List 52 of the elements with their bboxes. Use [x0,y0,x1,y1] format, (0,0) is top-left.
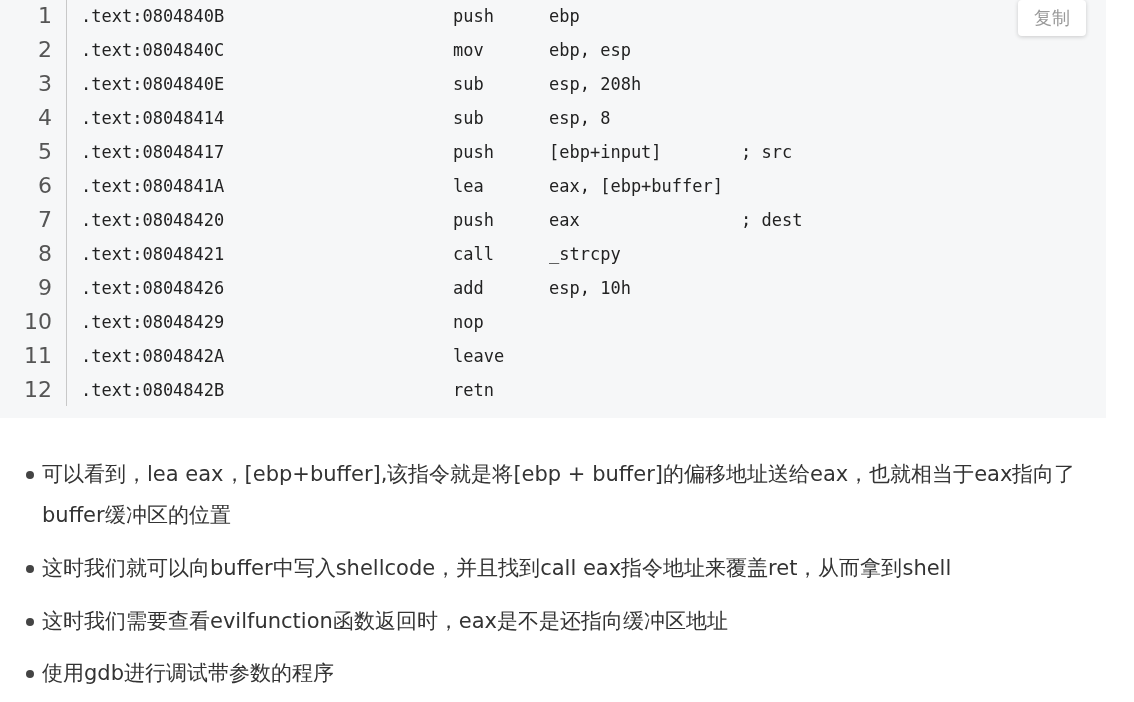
line-number: 5 [37,140,52,164]
code-address: .text:08048429 [81,311,225,334]
line-number: 3 [37,72,52,96]
line-number: 7 [37,208,52,232]
code-mnemonic: push [453,5,494,28]
code-comment: ; dest [741,209,803,232]
code-address: .text:08048421 [81,243,225,266]
code-address: .text:0804840B [81,5,225,28]
code-mnemonic: sub [453,73,484,96]
bullet-text: 这时我们需要查看evilfunction函数返回时，eax是不是还指向缓冲区地址 [42,608,730,635]
line-number: 2 [37,38,52,62]
code-address: .text:0804842B [81,379,225,402]
code-operand: ebp, esp [549,39,631,62]
code-mnemonic: push [453,209,494,232]
code-address: .text:0804840E [81,73,225,96]
code-mnemonic: retn [453,379,494,402]
line-number: 12 [23,378,52,402]
code-mnemonic: call [453,243,494,266]
bullet-text: 这时我们就可以向buffer中写入shellcode，并且找到call eax指令地址来覆盖ret，从而拿到shell [42,555,953,582]
code-address: .text:08048414 [81,107,225,130]
code-address: .text:0804842A [81,345,225,368]
line-number: 4 [37,106,52,130]
line-number: 10 [23,310,52,334]
code-mnemonic: sub [453,107,484,130]
line-number: 9 [37,276,52,300]
code-mnemonic: add [453,277,484,300]
code-operand: _strcpy [549,243,621,266]
code-comment: ; src [741,141,793,164]
line-number: 8 [37,242,52,266]
code-operand: esp, 208h [549,73,642,96]
code-address: .text:0804841A [81,175,225,198]
line-number: 6 [37,174,52,198]
code-mnemonic: push [453,141,494,164]
code-operand: eax, [ebp+buffer] [549,175,723,198]
line-number: 11 [23,344,52,368]
code-address: .text:08048417 [81,141,225,164]
copy-button: 复制 [1018,0,1086,36]
code-address: .text:08048426 [81,277,225,300]
code-mnemonic: mov [453,39,484,62]
code-operand: ebp [549,5,580,28]
code-address: .text:0804840C [81,39,225,62]
line-number: 1 [37,4,52,28]
code-operand: esp, 10h [549,277,631,300]
code-operand: esp, 8 [549,107,611,130]
code-operand: eax [549,209,580,232]
bullet-text: 使用gdb进行调试带参数的程序 [42,660,335,687]
code-mnemonic: lea [453,175,484,198]
code-address: .text:08048420 [81,209,225,232]
code-mnemonic: leave [453,345,505,368]
code-mnemonic: nop [453,311,484,334]
code-operand: [ebp+input] [549,141,662,164]
bullet-text: 可以看到，lea eax，[ebp+buffer],该指令就是将[ebp + buffer]的偏移地址送给eax，也就相当于eax指向了buffer缓冲区的位置 [42,461,1077,529]
